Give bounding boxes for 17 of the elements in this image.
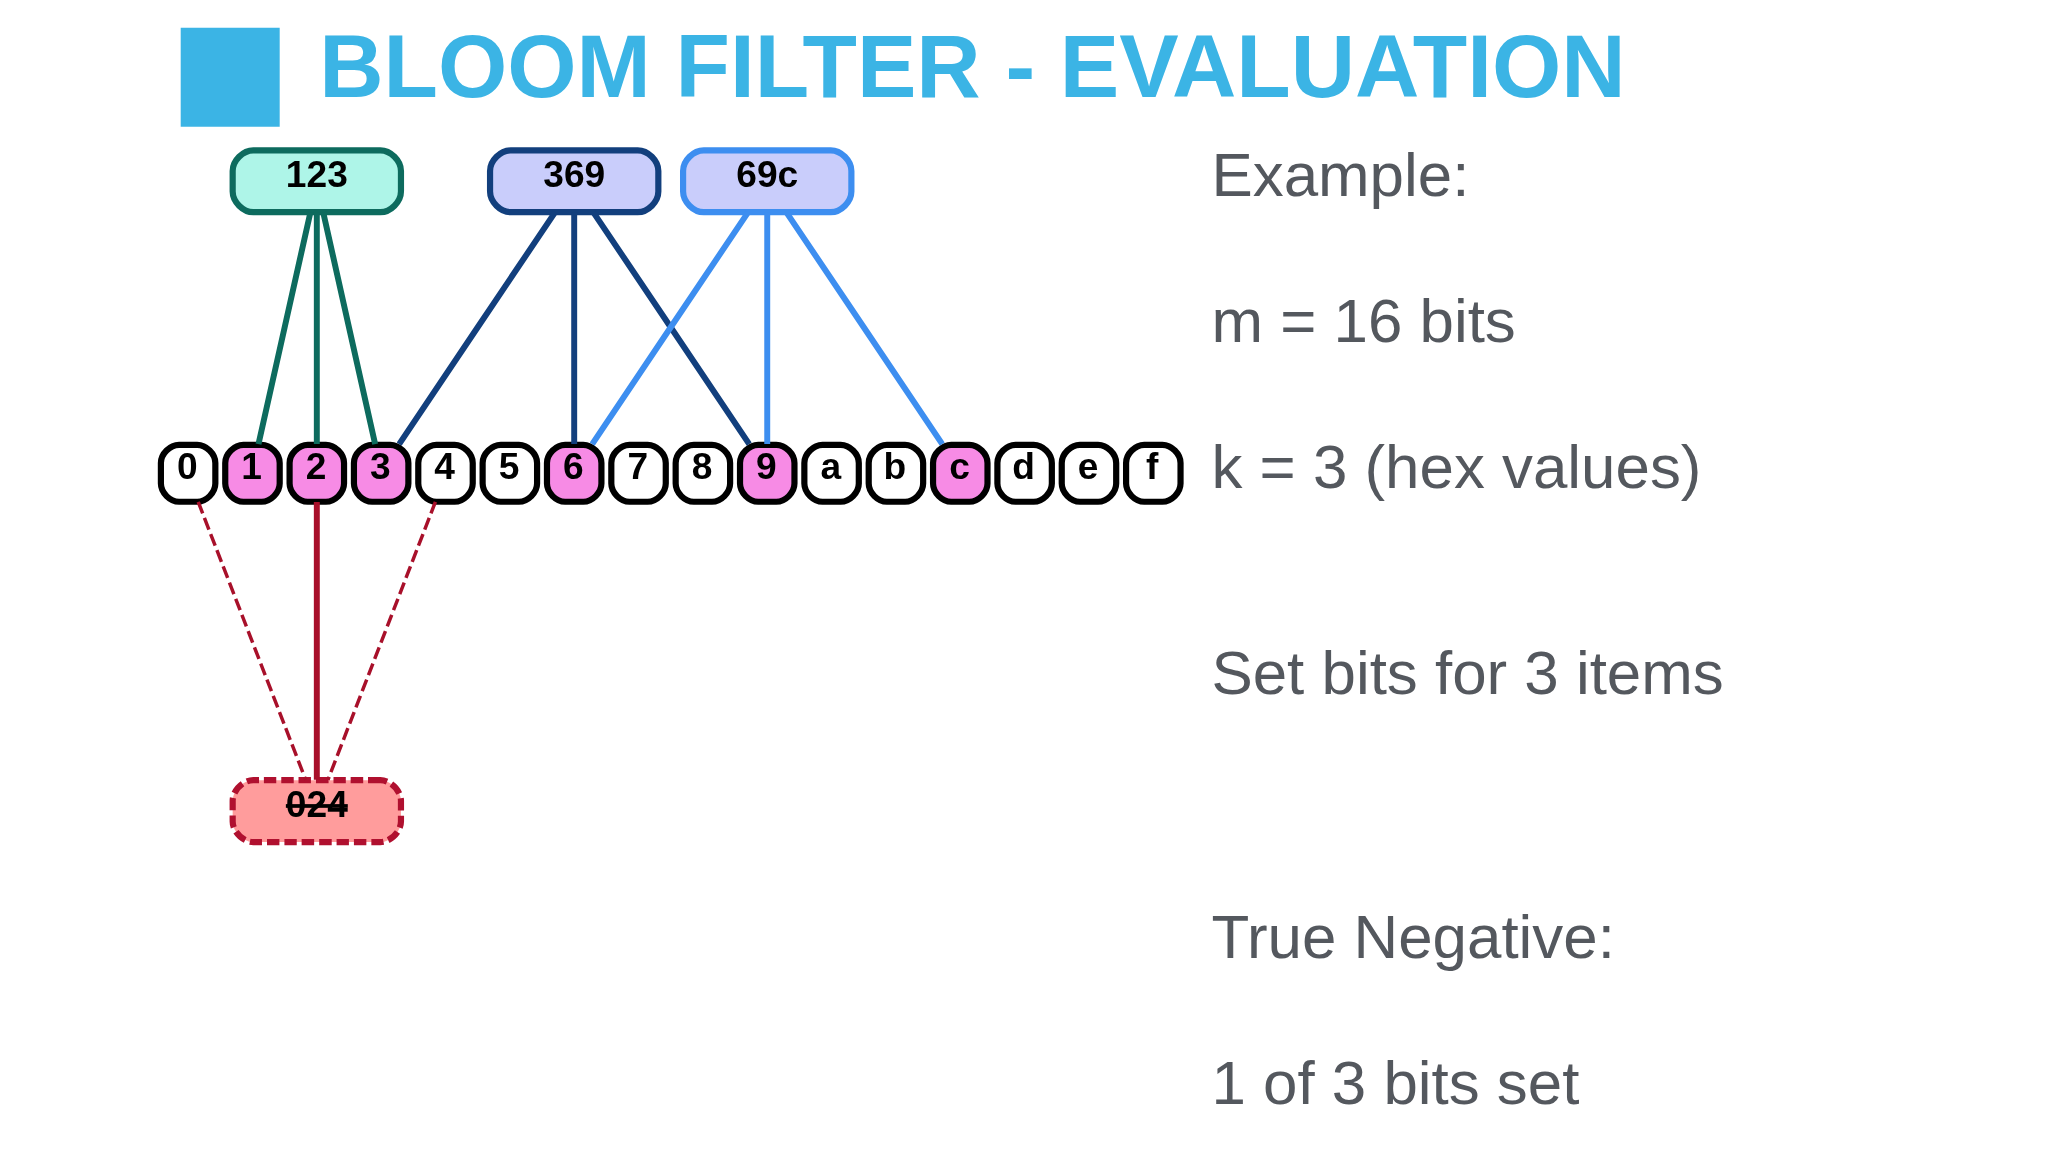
label: Set bits for 3 items <box>1211 637 1724 707</box>
connector <box>326 501 438 781</box>
label: True Negative: <box>1211 902 1615 972</box>
connector <box>313 212 320 445</box>
diagram-title: BLOOM FILTER - EVALUATION <box>319 15 1626 116</box>
node-box: 024 <box>229 777 405 846</box>
connector <box>764 212 771 445</box>
connector <box>313 501 320 780</box>
connector <box>571 212 578 445</box>
label: Example: <box>1211 140 1470 210</box>
label: k = 3 (hex values) <box>1211 432 1702 502</box>
label: m = 16 bits <box>1211 286 1516 356</box>
node-box: 369 <box>486 147 662 216</box>
node-box: 123 <box>229 147 405 216</box>
label: 1 of 3 bits set <box>1211 1048 1580 1118</box>
node-box: 69c <box>680 147 855 216</box>
connector <box>196 501 308 781</box>
